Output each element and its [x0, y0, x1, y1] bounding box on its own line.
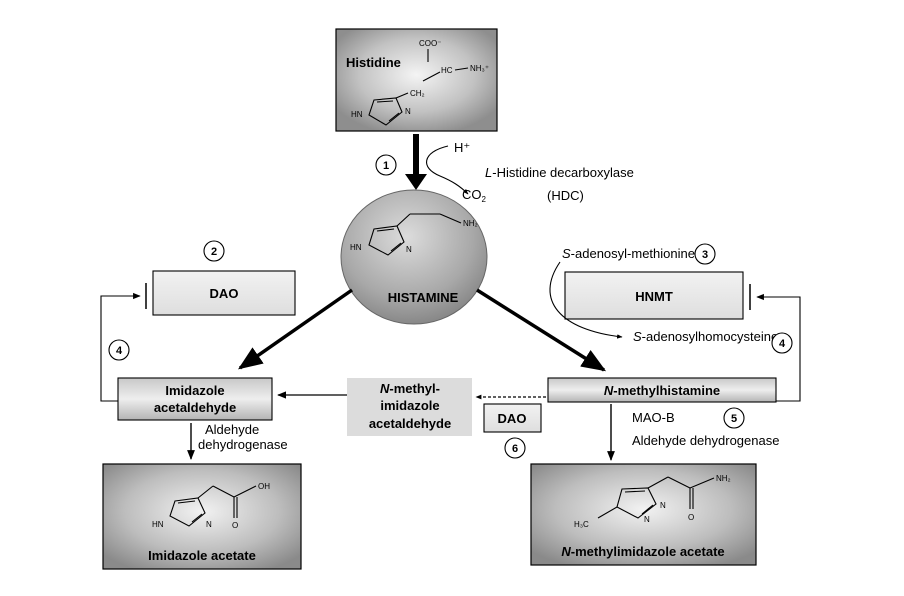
- hdc-enzyme-label: L-Histidine decarboxylase: [485, 165, 634, 180]
- histidine-coo-label: COO⁻: [419, 39, 441, 48]
- co2-subscript: 2: [482, 195, 487, 204]
- n-methyl-imid-rest: -methyl-: [389, 381, 440, 396]
- step-4-number-left: 4: [116, 345, 123, 357]
- n-methylhistamine-rest: -methylhistamine: [613, 383, 720, 398]
- n-methyl-imidazole-acetaldehyde-box: N-methyl- imidazole acetaldehyde: [347, 378, 472, 436]
- hdc-abbrev: (HDC): [547, 188, 584, 203]
- sam-rest: -adenosyl-methionine: [571, 246, 695, 261]
- co2-label: CO2: [462, 187, 487, 204]
- histidine-structure: COO⁻ HC NH₃⁺ CH₂ HN N: [351, 39, 489, 126]
- n-methylhistamine-label: N-methylhistamine: [604, 383, 720, 398]
- arrow-histamine-to-imidazole-acetaldehyde: [237, 288, 354, 370]
- step-4-badge-left: [108, 339, 130, 361]
- histamine-n-label: N: [406, 245, 412, 254]
- feedback-inhibition-right: 4: [749, 284, 801, 402]
- step-3-number: 3: [702, 249, 708, 261]
- arrow-histamine-to-n-methylhistamine: [476, 288, 607, 372]
- sah-label: S-adenosylhomocysteine: [633, 329, 778, 344]
- step-4-number-right: 4: [779, 338, 786, 350]
- imidazole-acetate-structure: OH O HN N: [152, 482, 270, 530]
- imidazole-acetate-oh-label: OH: [258, 482, 270, 491]
- histidine-hc-label: HC: [441, 66, 453, 75]
- histidine-n-label: N: [405, 107, 411, 116]
- histamine-nh2-label: NH₂: [463, 219, 478, 228]
- n-methylimidazole-n-label: N: [660, 501, 666, 510]
- n-methylimidazole-acetate-italic: N: [561, 544, 571, 559]
- n-methyl-imid-line1: N-methyl-: [380, 381, 440, 396]
- aldehyde-dh-left-line2: dehydrogenase: [198, 437, 288, 452]
- mao-b-label: MAO-B: [632, 410, 675, 425]
- step-1-number: 1: [383, 160, 389, 172]
- n-methylimidazole-n2-label: N: [644, 515, 650, 524]
- co2-text: CO: [462, 187, 482, 202]
- n-methylimidazole-acetate-box: H₃C N N NH₂ O N-methylimidazole acetate: [530, 463, 757, 566]
- n-methylhistamine-box: N-methylhistamine: [547, 377, 777, 403]
- n-methyl-imid-line3: acetaldehyde: [369, 416, 451, 431]
- step-6-badge: [504, 437, 526, 459]
- step-3-badge: [694, 243, 716, 265]
- step-1-badge: [375, 154, 397, 176]
- step-6-number: 6: [512, 443, 518, 455]
- feedback-inhibition-left: 4: [100, 283, 147, 402]
- dao-label: DAO: [210, 286, 239, 301]
- n-methyl-imid-line2: imidazole: [380, 398, 439, 413]
- histamine-label: HISTAMINE: [388, 290, 459, 305]
- sam-prefix: S: [562, 246, 571, 261]
- histidine-nh3-label: NH₃⁺: [470, 64, 489, 73]
- imidazole-acetate-label: Imidazole acetate: [148, 548, 256, 563]
- n-methylhistamine-italic: N: [604, 383, 614, 398]
- n-methylimidazole-o-label: O: [688, 513, 694, 522]
- n-methylimidazole-nh2-label: NH₂: [716, 474, 731, 483]
- n-methylimidazole-h3c-label: H₃C: [574, 520, 589, 529]
- histidine-label: Histidine: [346, 55, 401, 70]
- imidazole-acetate-hn-label: HN: [152, 520, 164, 529]
- n-methyl-imid-italic: N: [380, 381, 390, 396]
- imidazole-acetate-box: OH O HN N Imidazole acetate: [102, 463, 302, 570]
- n-methylimidazole-acetate-label: N-methylimidazole acetate: [561, 544, 724, 559]
- h-plus-label: H⁺: [454, 140, 470, 155]
- dao-enzyme-box: DAO: [152, 270, 296, 316]
- histidine-hn-label: HN: [351, 110, 363, 119]
- step-5-number: 5: [731, 413, 737, 425]
- aldehyde-dehydrogenase-right-label: Aldehyde dehydrogenase: [632, 433, 779, 448]
- step-5-badge: [723, 407, 745, 429]
- dao-small-label: DAO: [498, 411, 527, 426]
- histamine-structure: NH₂ HN N: [350, 213, 478, 256]
- dao-small-box: DAO: [483, 403, 542, 433]
- step-2-number: 2: [211, 246, 217, 258]
- histidine-box: Histidine COO⁻ HC NH₃⁺ CH₂ HN N: [335, 28, 498, 132]
- n-methylimidazole-acetate-rest: -methylimidazole acetate: [571, 544, 725, 559]
- n-methylimidazole-acetate-structure: H₃C N N NH₂ O: [574, 474, 731, 529]
- histidine-ch2-label: CH₂: [410, 89, 425, 98]
- hdc-prefix: L: [485, 165, 492, 180]
- h-co2-curved-arrow: [426, 145, 469, 195]
- step-4-badge-right: [771, 332, 793, 354]
- imidazole-acetate-n-label: N: [206, 520, 212, 529]
- step-1-decarboxylation: 1 H⁺ L-Histidine decarboxylase CO2 (HDC): [375, 134, 634, 204]
- sam-label: S-adenosyl-methionine: [562, 246, 695, 261]
- sah-rest: -adenosylhomocysteine: [642, 329, 779, 344]
- imidazole-acetate-o-label: O: [232, 521, 238, 530]
- imidazole-acetaldehyde-line2: acetaldehyde: [154, 400, 236, 415]
- aldehyde-dh-left-line1: Aldehyde: [205, 422, 259, 437]
- step-2-badge: [203, 240, 225, 262]
- sah-prefix: S: [633, 329, 642, 344]
- histamine-hn-label: HN: [350, 243, 362, 252]
- imidazole-acetaldehyde-box: Imidazole acetaldehyde: [117, 377, 273, 421]
- hdc-rest: -Histidine decarboxylase: [492, 165, 634, 180]
- histamine-node: NH₂ HN N HISTAMINE: [340, 189, 488, 325]
- hnmt-label: HNMT: [635, 289, 673, 304]
- hnmt-enzyme-box: HNMT: [564, 271, 744, 320]
- imidazole-acetaldehyde-line1: Imidazole: [165, 383, 224, 398]
- sam-curved-arrow: [549, 261, 623, 339]
